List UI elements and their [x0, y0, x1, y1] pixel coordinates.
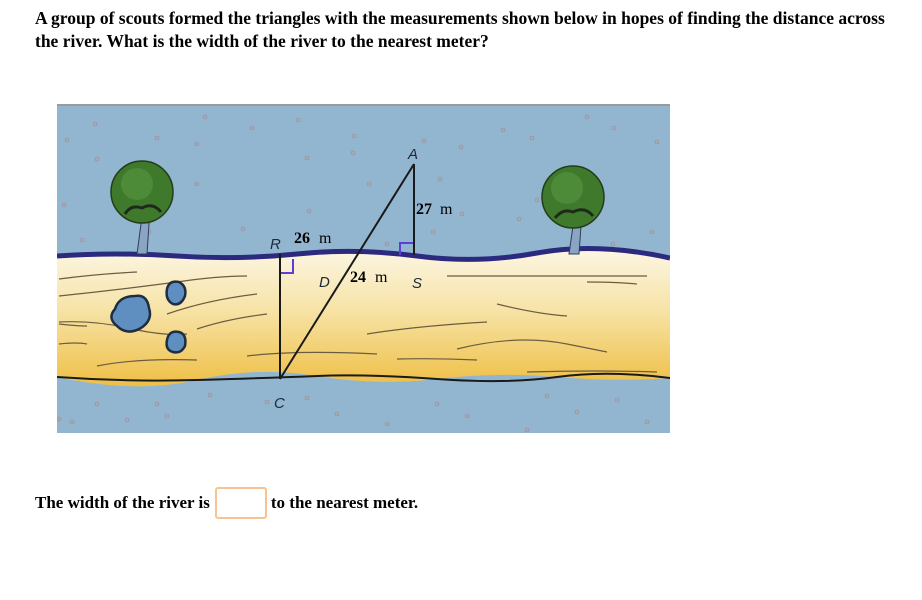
- point-R-label: R: [270, 236, 281, 253]
- svg-text:m: m: [375, 269, 388, 286]
- tree-icon-right: [541, 165, 605, 255]
- svg-text:m: m: [319, 230, 332, 247]
- answer-row: The width of the river is to the nearest…: [35, 484, 418, 522]
- top-bank-line: [57, 246, 670, 262]
- svg-text:24: 24: [350, 269, 366, 286]
- question-text: A group of scouts formed the triangles w…: [35, 8, 885, 51]
- triangle-lines: [279, 163, 415, 380]
- water-dots: [57, 114, 660, 433]
- rocks: [110, 280, 187, 354]
- point-A-label: A: [407, 146, 418, 163]
- measurement-RD: 26 m: [294, 230, 332, 247]
- point-S-label: S: [412, 275, 422, 292]
- answer-prefix: The width of the river is: [35, 493, 210, 512]
- measurement-DS: 24 m: [350, 269, 388, 286]
- svg-text:m: m: [440, 201, 453, 218]
- river-width-input[interactable]: [214, 487, 267, 519]
- point-C-label: C: [274, 395, 285, 412]
- river-diagram: A R D S C 26 m 27 m 24 m: [57, 104, 670, 433]
- measurement-AS: 27 m: [416, 201, 453, 218]
- answer-suffix: to the nearest meter.: [270, 493, 419, 512]
- sand-band: [57, 248, 670, 387]
- tree-icon-left: [110, 160, 174, 255]
- point-D-label: D: [319, 274, 330, 291]
- sand-streaks: [58, 271, 658, 373]
- frame-edge: [57, 104, 670, 106]
- right-angle-marks: [281, 242, 413, 274]
- bottom-bank-line: [57, 372, 670, 383]
- svg-text:27: 27: [416, 201, 432, 218]
- segment-CA: [279, 163, 415, 380]
- svg-text:26: 26: [294, 230, 310, 247]
